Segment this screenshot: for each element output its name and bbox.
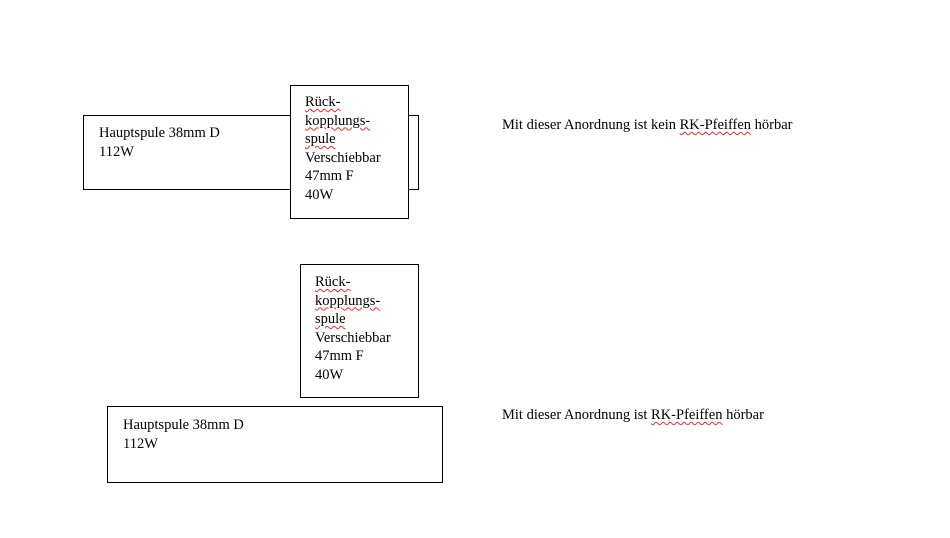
feedback-coil-movable: Verschiebbar xyxy=(315,329,391,346)
arrangement-note-bottom: Mit dieser Anordnung ist RK-Pfeiffen hör… xyxy=(502,406,764,424)
feedback-coil-box-top: Rück- kopplungs- spule Verschiebbar 47mm… xyxy=(290,85,409,219)
main-coil-power: 112W xyxy=(99,143,134,160)
main-coil-power: 112W xyxy=(123,435,158,452)
feedback-coil-size: 47mm F xyxy=(305,168,354,184)
main-coil-label: Hauptspule 38mm D xyxy=(99,125,220,141)
feedback-coil-power: 40W xyxy=(315,366,344,383)
feedback-coil-box-bottom: Rück- kopplungs- spule Verschiebbar 47mm… xyxy=(300,264,419,398)
feedback-coil-size: 47mm F xyxy=(315,348,364,364)
arrangement-note-top: Mit dieser Anordnung ist kein RK-Pfeiffe… xyxy=(502,116,793,134)
main-coil-label: Hauptspule 38mm D xyxy=(123,417,244,433)
note-suffix: hörbar xyxy=(751,117,793,133)
feedback-coil-label-3: spule xyxy=(315,311,346,327)
feedback-coil-label-2: kopplungs- xyxy=(305,112,371,129)
main-coil-box-bottom: Hauptspule 38mm D 112W xyxy=(107,406,443,483)
feedback-coil-movable: Verschiebbar xyxy=(305,149,381,166)
note-prefix: Mit dieser Anordnung ist xyxy=(502,407,652,423)
note-flagged-word: RK-Pfeiffen xyxy=(679,117,752,133)
feedback-coil-label-3: spule xyxy=(305,131,336,147)
note-prefix: Mit dieser Anordnung ist kein xyxy=(502,117,680,133)
feedback-coil-label-1: Rück- xyxy=(305,94,341,110)
feedback-coil-label-1: Rück- xyxy=(315,274,351,290)
note-suffix: hörbar xyxy=(722,407,764,423)
feedback-coil-label-2: kopplungs- xyxy=(315,292,381,309)
feedback-coil-power: 40W xyxy=(305,186,334,203)
note-flagged-word: RK-Pfeiffen xyxy=(651,407,723,423)
